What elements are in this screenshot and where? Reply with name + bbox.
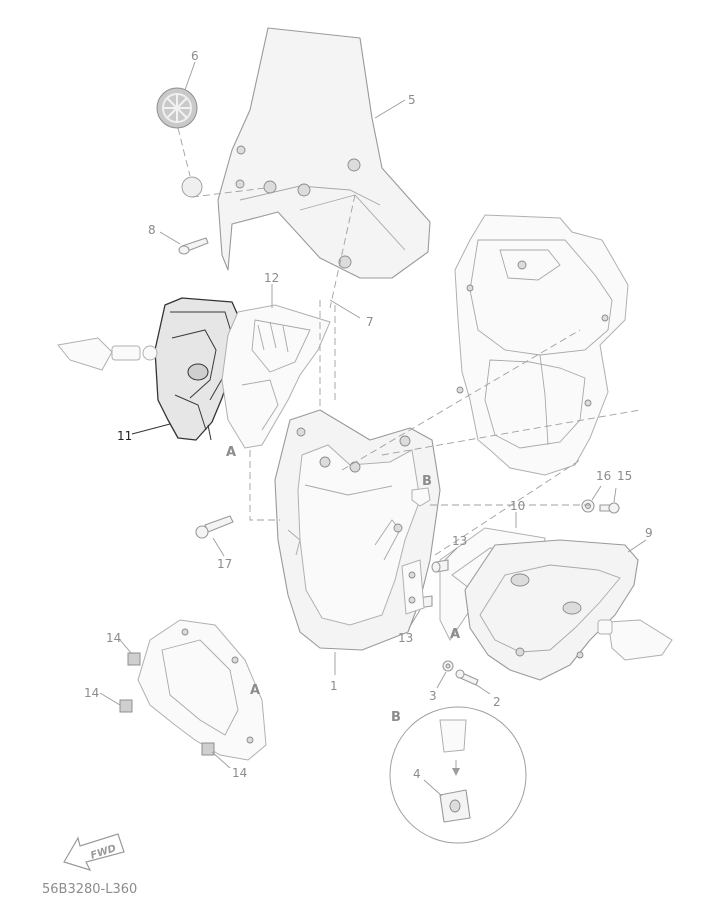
clip-b-marker xyxy=(411,487,431,507)
diagram-code: 56B3280-L360 xyxy=(42,882,137,897)
pad-part-14-a xyxy=(127,652,141,666)
lower-panel xyxy=(137,619,267,761)
turn-signal-right xyxy=(597,619,673,661)
detail-view-b xyxy=(389,706,527,844)
callout-17: 17 xyxy=(217,557,232,571)
side-cover-part-9 xyxy=(464,539,639,681)
callout-5: 5 xyxy=(408,93,416,107)
callout-13-upper: 13 xyxy=(452,534,467,548)
screw-part-8 xyxy=(178,237,209,255)
callout-1: 1 xyxy=(330,679,338,693)
view-marker-a-left: A xyxy=(226,445,236,460)
callout-6: 6 xyxy=(191,49,199,63)
screw-part-2 xyxy=(455,669,479,686)
emblem-part-6 xyxy=(156,87,203,198)
leader-lines xyxy=(99,61,647,797)
view-marker-b-detail: B xyxy=(391,710,401,725)
bolt-part-15 xyxy=(599,502,620,514)
callout-14-b: 14 xyxy=(84,686,99,700)
callout-9: 9 xyxy=(645,526,653,540)
turn-signal-left xyxy=(57,337,158,371)
windshield-part-5 xyxy=(217,27,431,279)
collar-part-16 xyxy=(581,499,595,513)
callout-16: 16 xyxy=(596,469,611,483)
callout-7: 7 xyxy=(366,315,374,329)
stay-frame xyxy=(454,214,629,476)
callout-14-c: 14 xyxy=(232,766,247,780)
pad-part-14-b xyxy=(119,699,133,713)
callout-2: 2 xyxy=(493,695,501,709)
callout-13-lower: 13 xyxy=(398,631,413,645)
callout-12: 12 xyxy=(264,271,279,285)
alignment-lines xyxy=(177,127,641,556)
washer-part-3 xyxy=(442,660,454,672)
collar-part-13-upper xyxy=(431,559,449,573)
bracket-right xyxy=(401,559,425,615)
cover-part-11 xyxy=(154,297,241,441)
pad-part-14-c xyxy=(201,742,215,756)
callout-15: 15 xyxy=(617,469,632,483)
callout-4: 4 xyxy=(413,767,421,781)
view-marker-a-lower: A xyxy=(250,683,260,698)
callout-14-a: 14 xyxy=(106,631,121,645)
bolt-part-17 xyxy=(195,515,234,539)
callout-3: 3 xyxy=(429,689,437,703)
front-cowl-part-1 xyxy=(274,409,441,651)
callout-8: 8 xyxy=(148,223,156,237)
fwd-arrow-icon: FWD xyxy=(63,833,125,871)
view-marker-b-cowl: B xyxy=(422,474,432,489)
view-marker-a-right: A xyxy=(450,627,460,642)
inner-panel-part-12 xyxy=(221,304,331,449)
callout-10: 10 xyxy=(510,499,525,513)
callout-11: 11 xyxy=(117,429,132,443)
